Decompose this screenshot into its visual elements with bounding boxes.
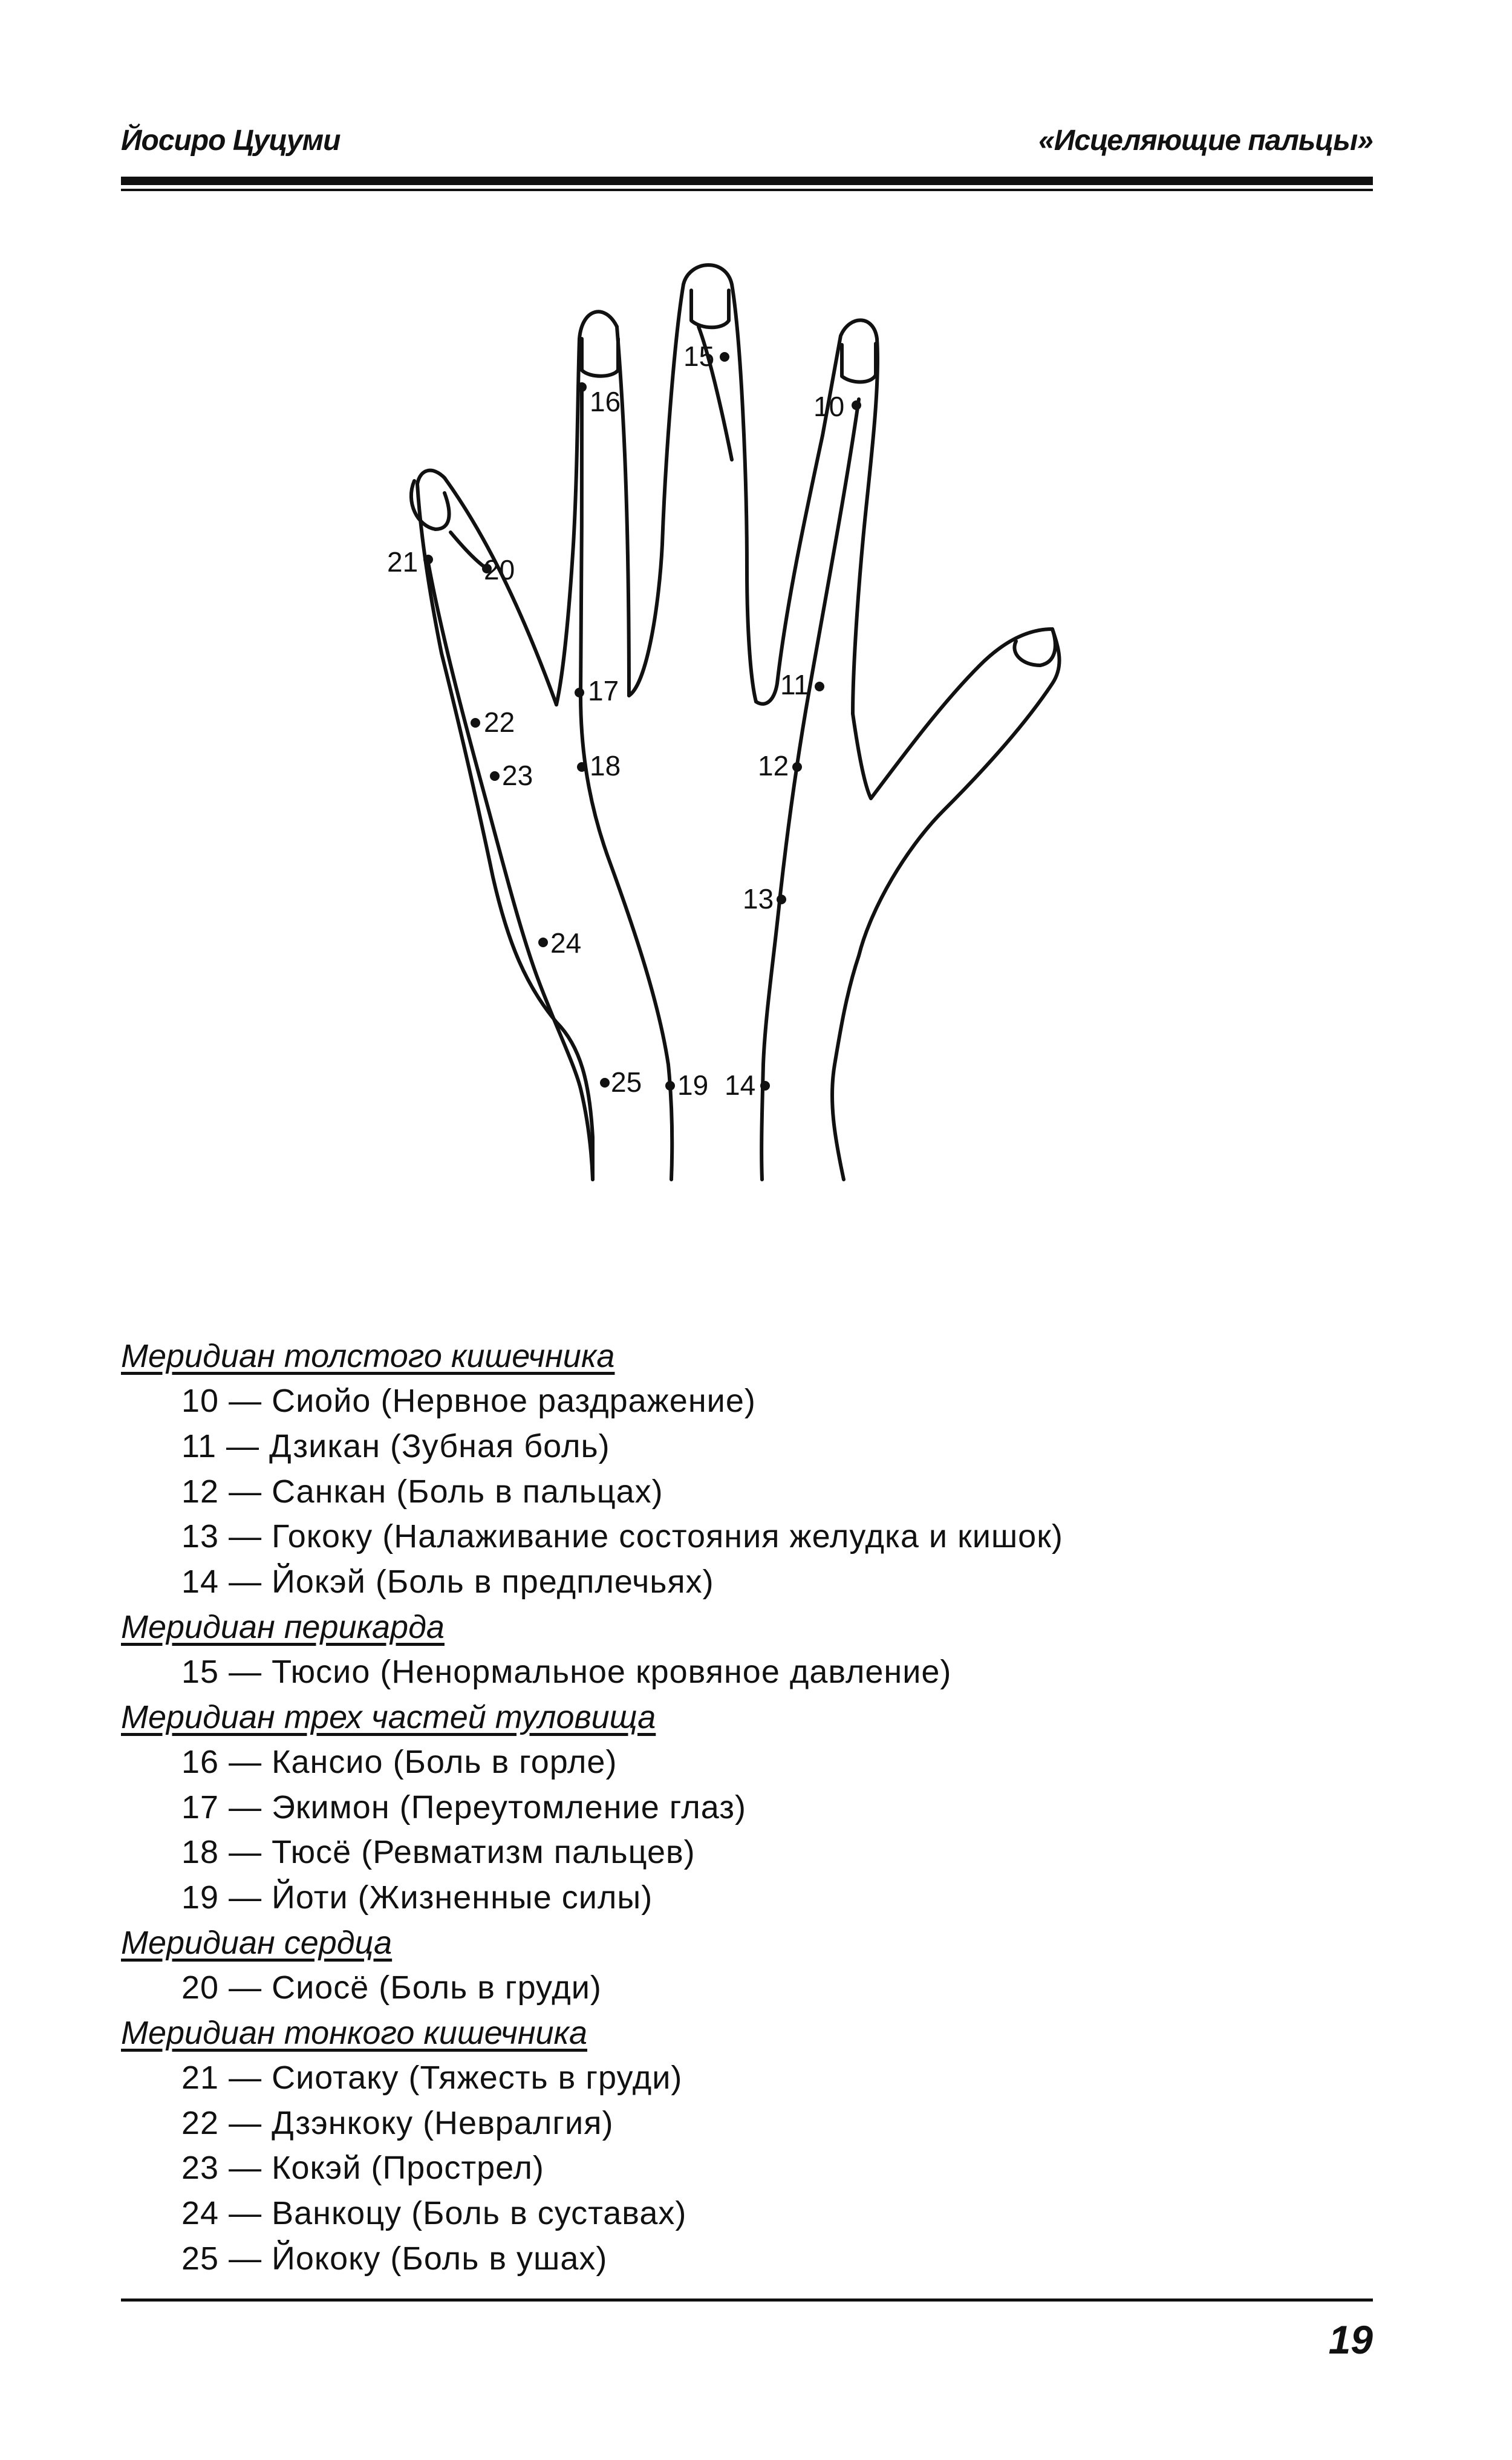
little-fingernail (409, 479, 451, 531)
thumbnail (1012, 627, 1057, 667)
point-marker-24 (538, 938, 548, 947)
point-marker-15 (720, 352, 729, 362)
index-fingernail (840, 342, 878, 384)
meridian-title-triple-heater: Меридиан трех частей туловища (121, 1698, 656, 1735)
point-marker-20 (482, 564, 492, 573)
legend-item: 13 — Гококу (Налаживание состояния желуд… (181, 1518, 1063, 1555)
meridian-line-triple-heater (579, 385, 674, 1181)
legend-item: 12 — Санкан (Боль в пальцах) (181, 1473, 663, 1510)
hand-illustration: 10 11 12 13 14 15 16 17 18 19 20 21 22 2… (387, 263, 1061, 1181)
header-rule-thin (121, 189, 1373, 191)
point-marker-21 (423, 555, 433, 564)
ring-fingernail (580, 337, 620, 378)
point-marker-14 (760, 1081, 770, 1091)
acupoint-markers (423, 352, 861, 1091)
point-label-18: 18 (590, 750, 621, 781)
legend-item: 19 — Йоти (Жизненные силы) (181, 1879, 653, 1916)
meridian-line-pericardium (697, 325, 734, 462)
point-label-12: 12 (758, 750, 789, 781)
meridian-title-large-intestine: Меридиан толстого кишечника (121, 1338, 615, 1374)
point-label-15: 15 (683, 341, 714, 372)
point-marker-17 (575, 688, 584, 697)
legend-item: 23 — Кокэй (Прострел) (181, 2150, 544, 2187)
point-marker-19 (665, 1081, 675, 1091)
ring-finger-outline (555, 310, 631, 706)
point-label-17: 17 (588, 675, 619, 706)
point-marker-25 (600, 1078, 610, 1088)
legend-item: 17 — Экимон (Переутомление глаз) (181, 1789, 746, 1825)
point-label-23: 23 (502, 760, 533, 791)
meridian-line-small-intestine (426, 561, 595, 1181)
legend-item: 20 — Сиосё (Боль в груди) (181, 1969, 602, 2006)
legend-item: 14 — Йокэй (Боль в предплечьях) (181, 1564, 714, 1600)
point-marker-23 (490, 771, 500, 781)
legend-item: 21 — Сиотаку (Тяжесть в груди) (181, 2059, 683, 2096)
legend-item: 10 — Сиойо (Нервное раздражение) (181, 1383, 756, 1419)
header-book-title: «Исцеляющие пальцы» (1038, 125, 1374, 157)
legend-item: 24 — Ванкоцу (Боль в суставах) (181, 2195, 687, 2232)
point-marker-13 (777, 895, 786, 904)
point-label-14: 14 (725, 1069, 755, 1101)
legend-item: 18 — Тюсё (Ревматизм пальцев) (181, 1834, 696, 1871)
index-finger-outline (754, 318, 879, 716)
meridian-line-large-intestine (760, 397, 861, 1181)
header-author: Йосиро Цуцуми (121, 125, 341, 157)
point-label-25: 25 (611, 1066, 642, 1098)
point-marker-12 (792, 762, 802, 772)
point-label-22: 22 (484, 706, 515, 738)
point-label-20: 20 (484, 554, 515, 586)
point-label-11: 11 (780, 669, 809, 700)
point-label-16: 16 (590, 386, 621, 417)
point-marker-16 (577, 382, 587, 392)
point-label-21: 21 (387, 546, 418, 578)
meridian-title-heart: Меридиан сердца (121, 1924, 393, 1961)
meridian-title-small-intestine: Меридиан тонкого кишечника (121, 2014, 588, 2051)
legend-item: 16 — Кансио (Боль в горле) (181, 1743, 618, 1780)
point-label-24: 24 (550, 927, 581, 959)
legend-item: 25 — Йококу (Боль в ушах) (181, 2240, 608, 2277)
middle-fingernail (689, 289, 731, 330)
meridian-title-pericardium: Меридиан перикарда (121, 1608, 445, 1645)
point-label-10: 10 (813, 391, 844, 422)
legend-item: 11 — Дзикан (Зубная боль) (181, 1427, 610, 1464)
header-rule-thick (121, 177, 1373, 185)
legend-item: 15 — Тюсио (Ненормальное кровяное давлен… (181, 1653, 952, 1690)
hand-outline-right (830, 627, 1061, 1181)
hand-diagram: 10 11 12 13 14 15 16 17 18 19 20 21 22 2… (0, 0, 1512, 1210)
meridian-legend: Меридиан толстого кишечника 10 — Сиойо (… (121, 1334, 1391, 2282)
middle-finger-outline (627, 263, 758, 703)
footer-rule (121, 2299, 1373, 2302)
legend-item: 22 — Дзэнкоку (Невралгия) (181, 2104, 614, 2141)
acupoint-labels: 10 11 12 13 14 15 16 17 18 19 20 21 22 2… (387, 341, 844, 1101)
point-label-13: 13 (743, 883, 774, 915)
point-marker-18 (577, 762, 587, 772)
point-marker-10 (852, 400, 861, 410)
point-marker-22 (471, 718, 480, 728)
point-label-19: 19 (677, 1069, 708, 1101)
point-marker-11 (815, 682, 824, 691)
page-header: Йосиро Цуцуми «Исцеляющие пальцы» (121, 118, 1374, 166)
page-number: 19 (1328, 2317, 1373, 2362)
